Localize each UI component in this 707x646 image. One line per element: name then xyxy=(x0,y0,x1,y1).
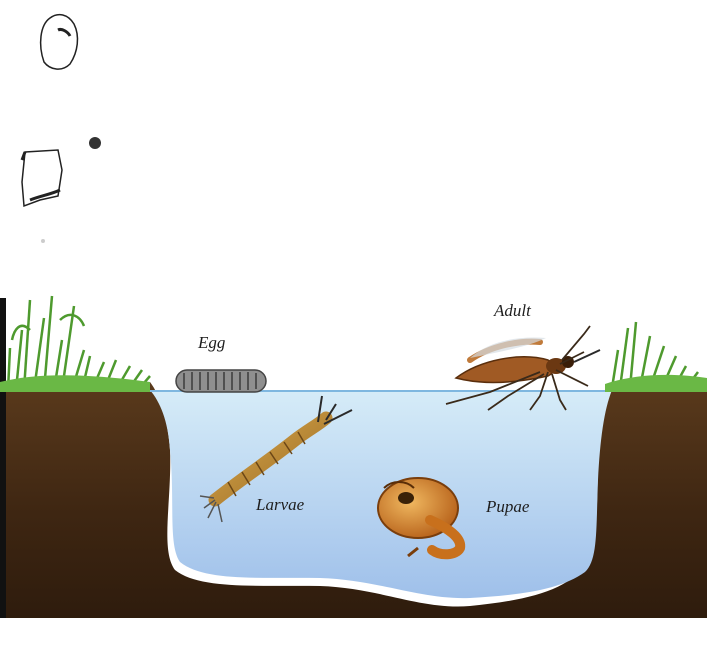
soil-bottom-strip xyxy=(0,618,707,646)
doodle-sketches xyxy=(22,15,101,243)
label-pupae: Pupae xyxy=(485,497,530,516)
label-adult: Adult xyxy=(493,301,532,320)
egg-raft xyxy=(176,370,266,392)
grass-left-base xyxy=(0,375,150,392)
soil-left-edge xyxy=(0,298,6,646)
label-egg: Egg xyxy=(197,333,225,352)
label-larvae: Larvae xyxy=(255,495,305,514)
